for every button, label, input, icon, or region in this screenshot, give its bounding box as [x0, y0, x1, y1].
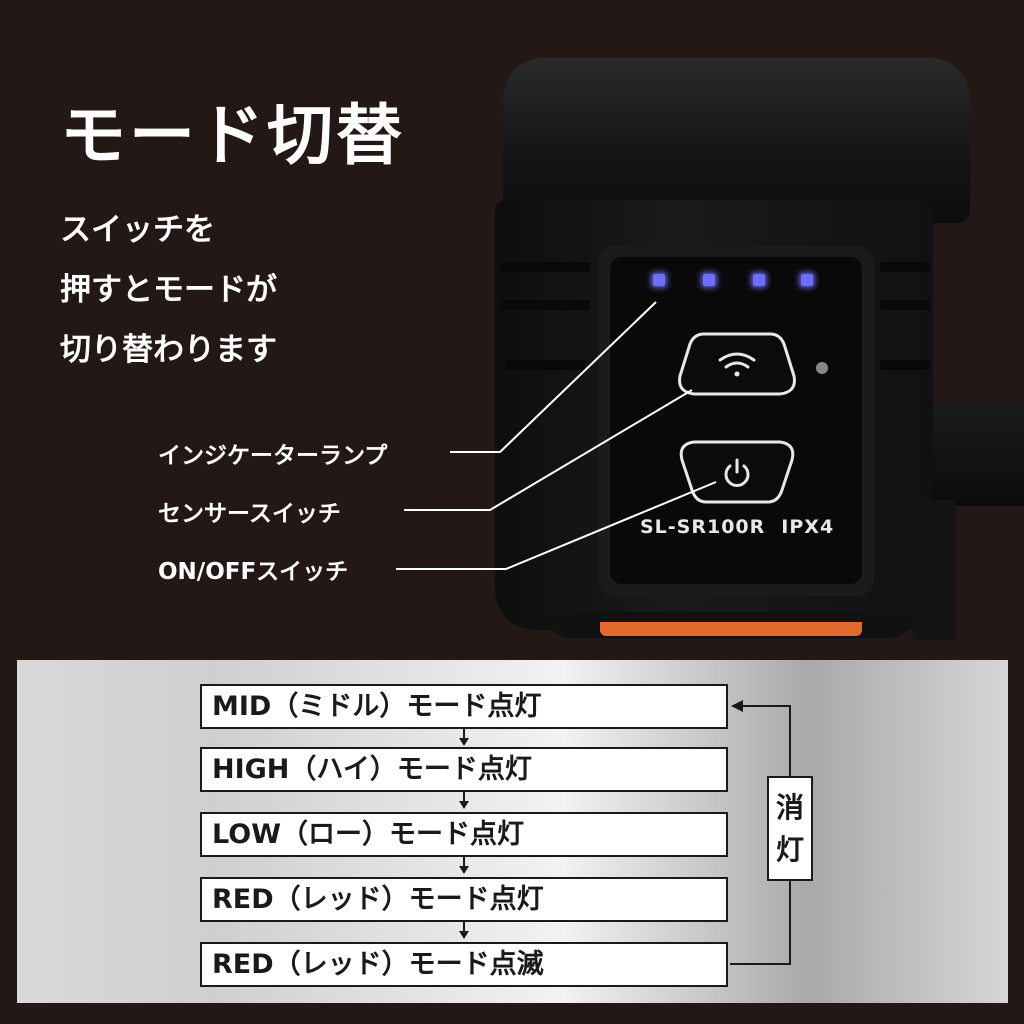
callout-power-switch: ON/OFFスイッチ — [158, 559, 349, 585]
model-number: SL-SR100R — [640, 516, 766, 538]
subtitle-line: スイッチを — [60, 212, 215, 248]
wifi-icon — [718, 352, 756, 377]
device-orange-stripe — [600, 622, 862, 636]
status-dot — [816, 362, 828, 374]
mode-step-red-on: RED（レッド）モード点灯 — [200, 877, 728, 922]
device-top — [503, 58, 970, 223]
device-rib — [880, 300, 930, 310]
device-rib — [880, 360, 930, 370]
power-icon — [724, 458, 750, 487]
sensor-switch-button[interactable] — [676, 330, 798, 400]
device-rib — [500, 262, 590, 272]
callout-sensor-switch: センサースイッチ — [158, 501, 341, 527]
mode-step-high: HIGH（ハイ）モード点灯 — [200, 747, 728, 792]
device-strap — [925, 402, 1024, 506]
power-button[interactable] — [676, 438, 798, 508]
subtitle: スイッチを 押すとモードが 切り替わります — [60, 200, 277, 380]
device-illustration: SL-SR100R IPX4 — [396, 58, 1024, 640]
device-rib — [880, 262, 930, 272]
control-panel — [610, 257, 862, 584]
off-label-char: 灯 — [775, 833, 804, 866]
indicator-led — [703, 274, 715, 286]
callout-lines — [396, 301, 717, 570]
water-rating: IPX4 — [781, 516, 835, 538]
device-rib — [500, 300, 590, 310]
mode-step-mid: MID（ミドル）モード点灯 — [200, 684, 728, 729]
indicator-led — [653, 274, 665, 286]
subtitle-line: 切り替わります — [60, 332, 277, 368]
indicator-led — [753, 274, 765, 286]
indicator-led — [801, 274, 813, 286]
device-clip — [912, 500, 956, 640]
device-rib — [505, 360, 585, 370]
mode-step-low: LOW（ロー）モード点灯 — [200, 812, 728, 857]
subtitle-line: 押すとモードが — [60, 272, 277, 308]
lights-off-box: 消 灯 — [767, 776, 813, 881]
page-title: モード切替 — [60, 97, 405, 174]
off-label-char: 消 — [775, 791, 804, 824]
mode-step-red-blink: RED（レッド）モード点滅 — [200, 942, 728, 987]
callout-indicator-lamp: インジケーターランプ — [158, 443, 388, 469]
model-label: SL-SR100R IPX4 — [640, 516, 834, 538]
